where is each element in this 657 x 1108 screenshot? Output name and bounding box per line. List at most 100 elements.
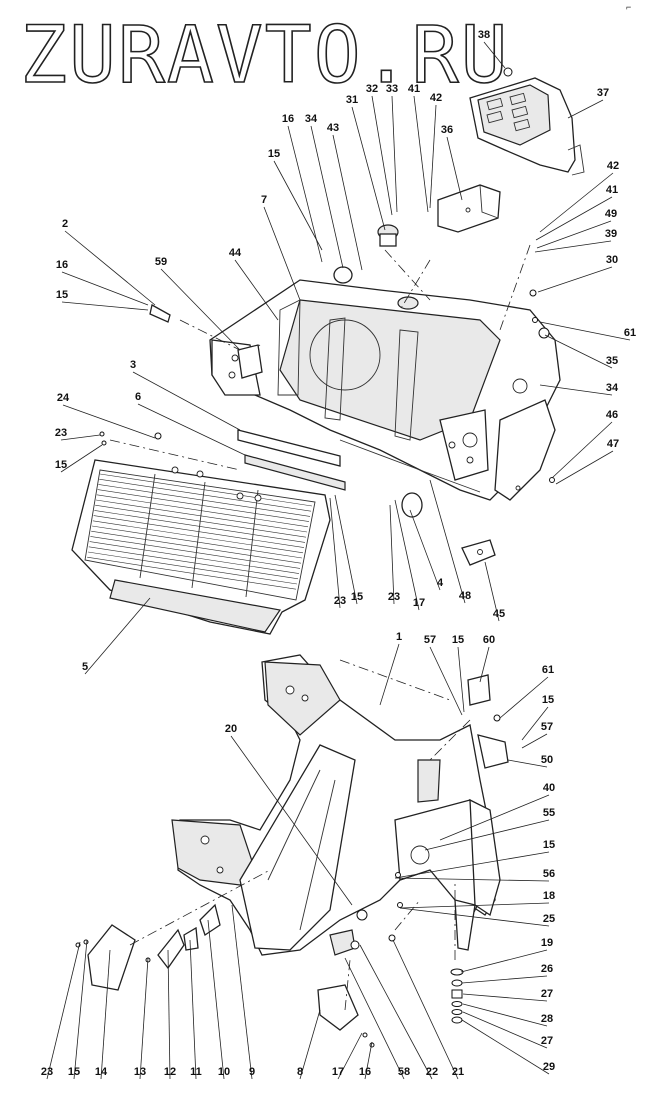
leader-line bbox=[231, 904, 253, 1080]
watermark-text: ZURAVTO.RU bbox=[20, 11, 510, 101]
grille-divider bbox=[191, 481, 206, 589]
grille-slat bbox=[99, 478, 312, 512]
callout-label: 39 bbox=[605, 228, 617, 240]
callout-label: 58 bbox=[398, 1066, 410, 1078]
callout-label: 45 bbox=[493, 608, 505, 620]
grille-slat bbox=[97, 489, 310, 522]
callout-label: 57 bbox=[424, 634, 436, 646]
callout-label: 34 bbox=[606, 382, 619, 394]
leader-line bbox=[332, 134, 363, 271]
callout-label: 23 bbox=[41, 1066, 53, 1078]
callout-label: 41 bbox=[408, 83, 420, 95]
callout-label: 61 bbox=[624, 327, 636, 339]
grille-slat bbox=[90, 536, 301, 569]
grille-slats bbox=[87, 473, 313, 598]
callout-label: 44 bbox=[229, 247, 242, 259]
leader-line bbox=[139, 957, 149, 1080]
callout-label: 38 bbox=[478, 29, 490, 41]
leader-line bbox=[446, 136, 463, 201]
leader-line bbox=[391, 95, 398, 213]
leader-line bbox=[399, 902, 550, 909]
callout-label: 41 bbox=[606, 184, 618, 196]
leader-line bbox=[234, 259, 279, 321]
leader-line bbox=[483, 41, 506, 69]
bracket-8 bbox=[317, 984, 359, 1031]
grille-slat bbox=[91, 525, 303, 559]
center-lines bbox=[109, 244, 531, 1011]
callout-label: 12 bbox=[164, 1066, 176, 1078]
fastener-stack bbox=[450, 968, 464, 1024]
bracket-50 bbox=[477, 734, 509, 769]
callout-label: 16 bbox=[56, 259, 68, 271]
leader-line bbox=[462, 993, 548, 1002]
callout-label: 15 bbox=[56, 289, 68, 301]
leader-line bbox=[479, 646, 490, 683]
callout-label: 47 bbox=[607, 438, 619, 450]
leader-line bbox=[539, 384, 613, 396]
callout-label: 50 bbox=[541, 754, 553, 766]
leader-line bbox=[371, 95, 393, 216]
leader-line bbox=[263, 206, 301, 301]
main-frame bbox=[171, 654, 501, 956]
leader-line bbox=[462, 1003, 548, 1027]
leader-line bbox=[379, 643, 400, 706]
bracket-60 bbox=[467, 674, 491, 706]
callout-label: 23 bbox=[55, 427, 67, 439]
leader-line bbox=[439, 794, 550, 841]
leader-line bbox=[100, 949, 111, 1080]
callout-label: 29 bbox=[543, 1061, 555, 1073]
leader-line bbox=[359, 944, 433, 1080]
leader-line bbox=[457, 646, 465, 713]
callout-label: 21 bbox=[452, 1066, 464, 1078]
callout-label: 23 bbox=[334, 595, 346, 607]
corner-mark: ⌐ bbox=[626, 2, 631, 12]
upper-frame-assembly bbox=[209, 279, 561, 501]
callout-label: 28 bbox=[541, 1013, 553, 1025]
bracket-45 bbox=[461, 539, 496, 566]
grille-slat bbox=[96, 494, 309, 528]
callout-label: 55 bbox=[543, 807, 555, 819]
callout-label: 24 bbox=[57, 392, 70, 404]
leader-line bbox=[534, 240, 612, 253]
leader-line bbox=[160, 268, 241, 351]
leader-line bbox=[499, 676, 549, 719]
callout-label: 16 bbox=[282, 113, 294, 125]
callout-label: 5 bbox=[82, 661, 88, 673]
plate-14 bbox=[87, 924, 136, 991]
leader-line bbox=[287, 125, 323, 263]
grille-slat bbox=[87, 551, 298, 585]
callout-label: 2 bbox=[62, 218, 68, 230]
callout-label: 16 bbox=[359, 1066, 371, 1078]
callout-label: 15 bbox=[68, 1066, 80, 1078]
bracket-10 bbox=[199, 903, 221, 937]
callout-label: 34 bbox=[305, 113, 318, 125]
leader-line bbox=[521, 706, 549, 741]
callout-label: 1 bbox=[396, 631, 402, 643]
callout-label: 49 bbox=[605, 208, 617, 220]
leader-line bbox=[73, 939, 88, 1080]
callout-label: 46 bbox=[606, 409, 618, 421]
callout-label: 13 bbox=[134, 1066, 146, 1078]
leader-line bbox=[167, 949, 171, 1080]
callout-label: 15 bbox=[268, 148, 280, 160]
leader-line bbox=[535, 196, 613, 241]
leader-line bbox=[62, 404, 156, 439]
leader-line bbox=[61, 301, 149, 311]
leader-line bbox=[60, 444, 103, 473]
leader-line bbox=[394, 851, 550, 879]
leader-line bbox=[64, 230, 156, 306]
leader-line bbox=[409, 509, 441, 591]
callout-label: 17 bbox=[413, 597, 425, 609]
leader-line bbox=[389, 504, 395, 605]
leader-line bbox=[132, 371, 241, 431]
upper-small-parts bbox=[99, 224, 555, 518]
leader-line bbox=[413, 95, 429, 213]
bracket-58 bbox=[329, 929, 356, 956]
callout-label: 31 bbox=[346, 94, 358, 106]
callout-label: 60 bbox=[483, 634, 495, 646]
callout-label: 15 bbox=[543, 839, 555, 851]
leader-line bbox=[46, 941, 81, 1080]
leader-line bbox=[273, 160, 323, 251]
